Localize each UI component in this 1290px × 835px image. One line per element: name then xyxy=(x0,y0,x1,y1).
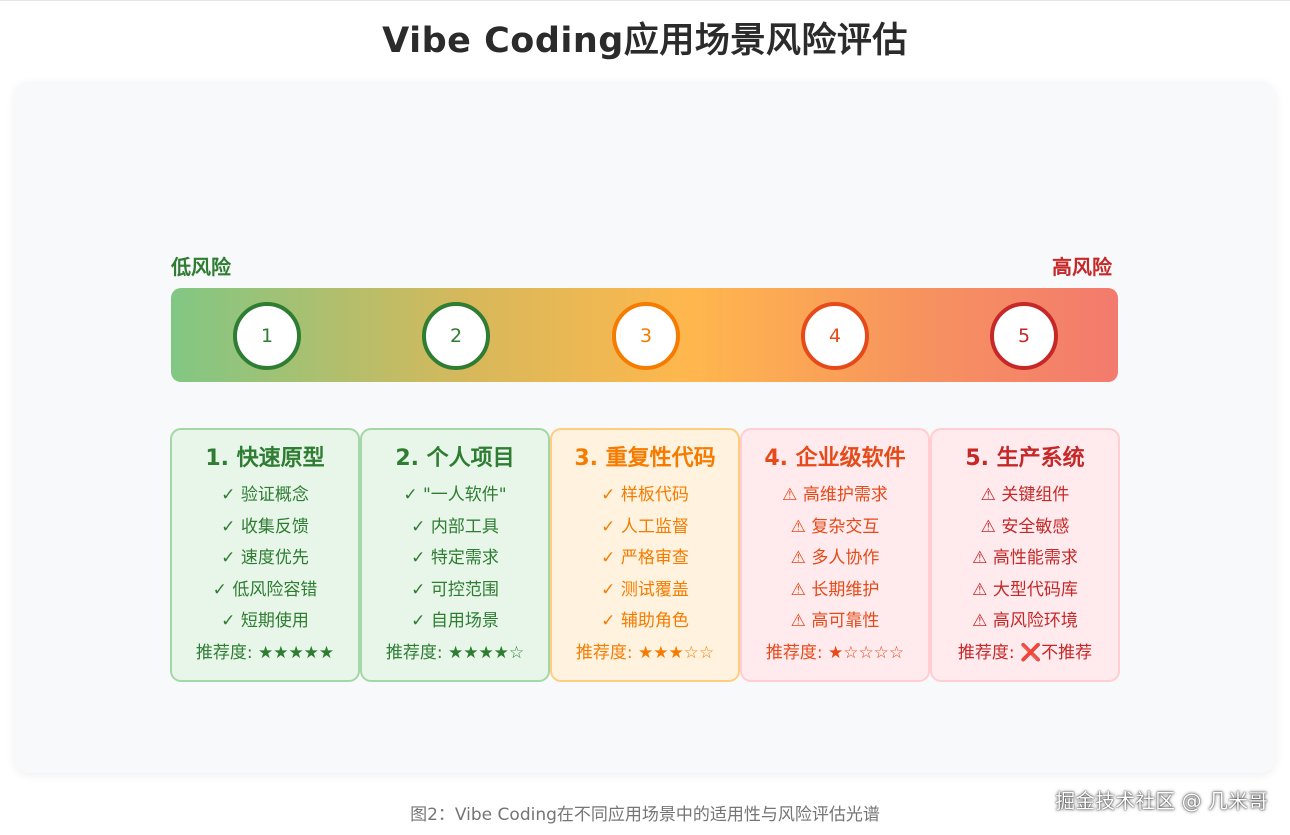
figure-caption: 图2：Vibe Coding在不同应用场景中的适用性与风险评估光谱 xyxy=(410,805,880,825)
card-item: ✓ 速度优先 xyxy=(221,548,309,568)
card-rating: 推荐度: ❌不推荐 xyxy=(957,642,1093,663)
card-rating: 推荐度: ★★★★☆ xyxy=(385,642,525,663)
node-number: 4 xyxy=(828,325,842,347)
card-title: 5. 生产系统 xyxy=(965,446,1085,471)
card-item: ⚠ 大型代码库 xyxy=(972,579,1078,600)
card-items: ⚠ 关键组件 ⚠ 安全敏感 ⚠ 高性能需求 ⚠ 大型代码库 ⚠ 高风险环境 xyxy=(932,480,1118,638)
low-risk-label: 低风险 xyxy=(171,255,231,279)
card-item: ⚠ 高可靠性 xyxy=(790,611,880,631)
spectrum-node-2: 2 xyxy=(422,302,490,370)
node-number: 2 xyxy=(449,325,463,347)
node-number: 1 xyxy=(260,325,274,347)
card-item: ✓ 短期使用 xyxy=(221,611,309,631)
scenario-cards: 1. 快速原型 ✓ 验证概念 ✓ 收集反馈 ✓ 速度优先 ✓ 低风险容错 ✓ 短… xyxy=(170,428,1120,682)
card-item: ✓ 验证概念 xyxy=(221,485,309,505)
card-item: ✓ 内部工具 xyxy=(411,516,499,537)
card-item: ⚠ 安全敏感 xyxy=(980,516,1070,537)
card-item: ✓ 特定需求 xyxy=(411,548,499,568)
spectrum-node-4: 4 xyxy=(801,302,869,370)
card-rating: 推荐度: ★☆☆☆☆ xyxy=(765,642,905,663)
scenario-card-personal-project: 2. 个人项目 ✓ "一人软件" ✓ 内部工具 ✓ 特定需求 ✓ 可控范围 ✓ … xyxy=(360,428,550,682)
card-item: ✓ 人工监督 xyxy=(601,516,689,537)
card-item: ✓ "一人软件" xyxy=(403,485,507,505)
card-item: ✓ 低风险容错 xyxy=(212,579,318,600)
card-item: ⚠ 复杂交互 xyxy=(790,516,880,537)
card-items: ✓ 样板代码 ✓ 人工监督 ✓ 严格审查 ✓ 测试覆盖 ✓ 辅助角色 xyxy=(552,480,738,638)
card-item: ✓ 可控范围 xyxy=(411,579,499,600)
scenario-card-rapid-prototype: 1. 快速原型 ✓ 验证概念 ✓ 收集反馈 ✓ 速度优先 ✓ 低风险容错 ✓ 短… xyxy=(170,428,360,682)
high-risk-label: 高风险 xyxy=(1052,255,1112,279)
scenario-card-enterprise-software: 4. 企业级软件 ⚠ 高维护需求 ⚠ 复杂交互 ⚠ 多人协作 ⚠ 长期维护 ⚠ … xyxy=(740,428,930,682)
card-items: ✓ "一人软件" ✓ 内部工具 ✓ 特定需求 ✓ 可控范围 ✓ 自用场景 xyxy=(362,480,548,638)
card-item: ✓ 测试覆盖 xyxy=(601,579,689,600)
card-item: ⚠ 高维护需求 xyxy=(782,485,888,505)
card-title: 4. 企业级软件 xyxy=(764,446,906,471)
card-title: 3. 重复性代码 xyxy=(574,446,716,471)
card-item: ⚠ 关键组件 xyxy=(980,485,1070,505)
card-item: ⚠ 多人协作 xyxy=(790,548,880,568)
card-title: 1. 快速原型 xyxy=(205,446,325,471)
scenario-card-production-system: 5. 生产系统 ⚠ 关键组件 ⚠ 安全敏感 ⚠ 高性能需求 ⚠ 大型代码库 ⚠ … xyxy=(930,428,1120,682)
spectrum-node-3: 3 xyxy=(612,302,680,370)
card-item: ✓ 辅助角色 xyxy=(601,611,689,631)
spectrum-node-5: 5 xyxy=(990,302,1058,370)
card-rating: 推荐度: ★★★★★ xyxy=(195,642,335,663)
node-number: 5 xyxy=(1017,325,1031,347)
card-items: ✓ 验证概念 ✓ 收集反馈 ✓ 速度优先 ✓ 低风险容错 ✓ 短期使用 xyxy=(172,480,358,638)
card-item: ✓ 严格审查 xyxy=(601,548,689,568)
page-title: Vibe Coding应用场景风险评估 xyxy=(382,21,908,61)
scenario-card-repetitive-code: 3. 重复性代码 ✓ 样板代码 ✓ 人工监督 ✓ 严格审查 ✓ 测试覆盖 ✓ 辅… xyxy=(550,428,740,682)
card-item: ⚠ 高风险环境 xyxy=(972,611,1078,631)
card-title: 2. 个人项目 xyxy=(395,446,515,471)
card-item: ✓ 自用场景 xyxy=(411,611,499,631)
watermark: 掘金技术社区 @ 几米哥 xyxy=(1055,789,1268,813)
card-item: ⚠ 高性能需求 xyxy=(972,548,1078,568)
card-item: ✓ 样板代码 xyxy=(601,485,689,505)
card-rating: 推荐度: ★★★☆☆ xyxy=(575,642,715,663)
card-item: ⚠ 长期维护 xyxy=(790,579,880,600)
spectrum-node-1: 1 xyxy=(233,302,301,370)
top-divider xyxy=(0,0,1290,1)
card-item: ✓ 收集反馈 xyxy=(221,516,309,537)
card-items: ⚠ 高维护需求 ⚠ 复杂交互 ⚠ 多人协作 ⚠ 长期维护 ⚠ 高可靠性 xyxy=(742,480,928,638)
node-number: 3 xyxy=(639,325,653,347)
